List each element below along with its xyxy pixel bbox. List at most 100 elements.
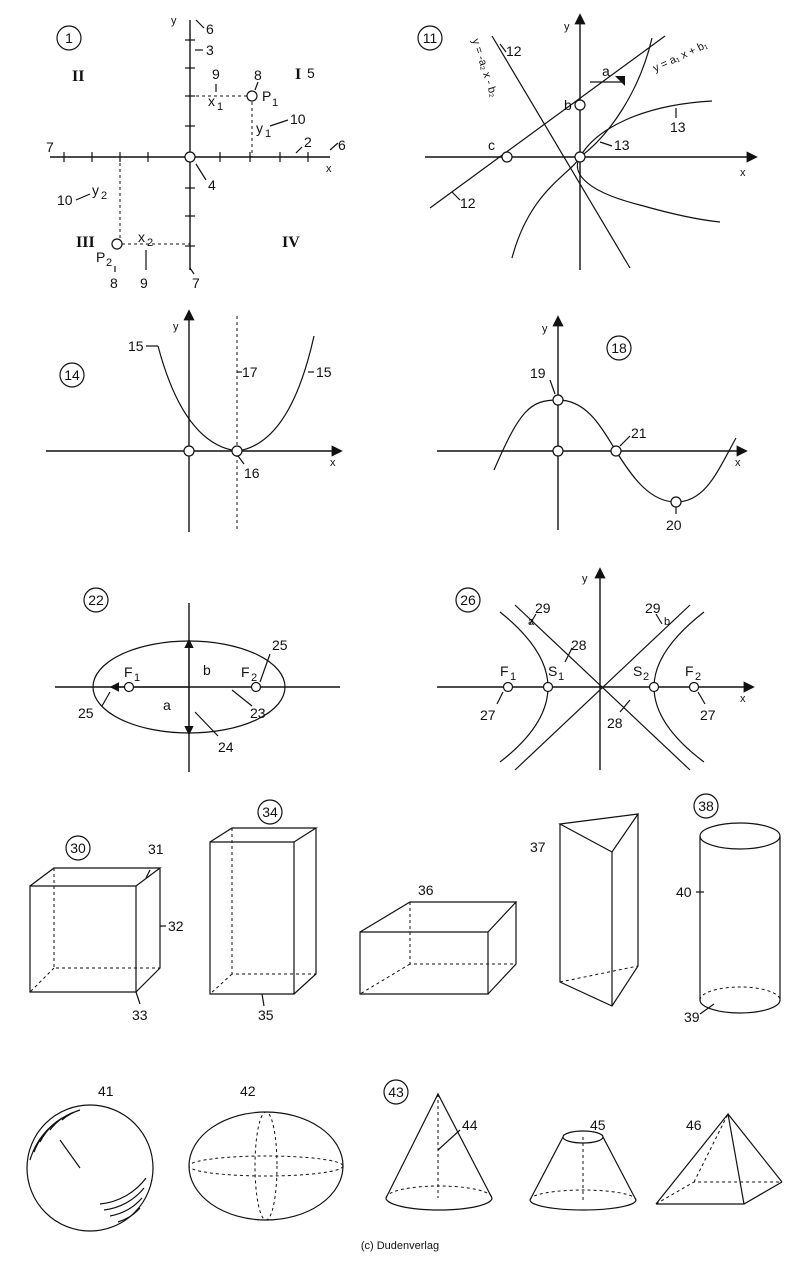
callout-33: 33: [132, 1007, 148, 1023]
figure-number: 11: [423, 30, 438, 46]
vertex-s1: [542, 681, 554, 693]
letter-c: c: [488, 137, 495, 153]
callout-19: 19: [530, 365, 546, 381]
figure-linear-functions: 11 x y b c a y = -a₂ x - b₂ y = a₁ x + b…: [417, 13, 758, 270]
callout-20: 20: [666, 517, 682, 533]
y-axis-label: y: [582, 573, 588, 585]
svg-text:1: 1: [134, 672, 140, 684]
letter-b: b: [564, 97, 572, 113]
intercept-c: [501, 151, 513, 163]
y2-label: y: [92, 182, 99, 198]
callout-15-left: 15: [128, 338, 144, 354]
callout-31: 31: [148, 841, 164, 857]
figure-number-circle: [455, 587, 481, 613]
callout-8-bottom: 8: [110, 275, 118, 291]
x-axis-label: x: [740, 693, 746, 705]
letter-b: b: [203, 662, 211, 678]
callout-17: 17: [242, 364, 258, 380]
equation-increasing: y = a₁ x + b₁: [651, 39, 710, 75]
point-p1-label: P: [262, 88, 271, 104]
equation-decreasing: y = -a₂ x - b₂: [469, 37, 499, 99]
callout-5: 5: [307, 65, 315, 81]
maximum-point: [552, 394, 564, 406]
svg-text:2: 2: [101, 190, 107, 202]
solid-triangular-prism: 37: [530, 813, 640, 1007]
callout-7-bottom: 7: [192, 275, 200, 291]
callout-37: 37: [530, 839, 546, 855]
focus-f1-label: F: [500, 663, 509, 679]
figure-number: 18: [611, 340, 627, 356]
line-increasing: [429, 35, 666, 209]
x-axis-label: x: [326, 163, 332, 175]
x-axis-label: x: [740, 167, 746, 179]
callout-41: 41: [98, 1083, 114, 1099]
callout-12-top: 12: [506, 43, 522, 59]
focus-f2: [688, 681, 700, 693]
callout-28-bottom: 28: [607, 715, 623, 731]
figure-number: 30: [70, 840, 86, 856]
callout-3: 3: [206, 42, 214, 58]
callout-39: 39: [684, 1009, 700, 1025]
intercept-b: [574, 99, 586, 111]
figure-number-circle: [257, 799, 283, 825]
callout-23: 23: [250, 705, 266, 721]
x2-label: x: [138, 229, 145, 245]
callout-27-left: 27: [480, 707, 496, 723]
callout-6-top: 6: [206, 21, 214, 37]
callout-9-top: 9: [212, 66, 220, 82]
y-axis-label: y: [171, 15, 177, 27]
zero-point: [610, 445, 622, 457]
callout-4: 4: [208, 177, 216, 193]
callout-10-left: 10: [57, 192, 73, 208]
callout-6-right: 6: [338, 137, 346, 153]
focus-f2-label: F: [241, 664, 250, 680]
x-axis-label: x: [735, 457, 741, 469]
origin-point: [184, 151, 196, 163]
figure-number-circle: [417, 25, 443, 51]
solid-cone: 43 44: [383, 1079, 493, 1211]
figure-number: 22: [88, 592, 104, 608]
origin-point: [574, 151, 586, 163]
callout-29-right: 29: [645, 600, 661, 616]
line-decreasing: [491, 35, 631, 269]
svg-text:2: 2: [251, 672, 257, 684]
figure-number: 43: [388, 1084, 404, 1100]
figure-number-circle: [56, 25, 82, 51]
y1-label: y: [256, 120, 263, 136]
solid-frustum: 45: [529, 1117, 637, 1211]
point-p2-label: P: [96, 249, 105, 265]
copyright-credit: (c) Dudenverlag: [360, 1240, 440, 1252]
figure-number-circle: [65, 835, 91, 861]
callout-27-right: 27: [700, 707, 716, 723]
figure-coordinate-system: 1 P 1 x 1 y 1 P 2 x 2 y: [46, 15, 346, 291]
callout-42: 42: [240, 1083, 256, 1099]
point-p2: [111, 238, 123, 250]
figure-number: 1: [65, 30, 73, 46]
figure-number: 14: [64, 367, 80, 383]
callout-2: 2: [304, 134, 312, 150]
callout-13-right: 13: [670, 119, 686, 135]
solid-sphere: 41: [26, 1083, 154, 1232]
focus-f2-label: F: [685, 663, 694, 679]
callout-35: 35: [258, 1007, 274, 1023]
callout-9-bottom: 9: [140, 275, 148, 291]
callout-28-top: 28: [571, 637, 587, 653]
callout-36: 36: [418, 882, 434, 898]
callout-24: 24: [218, 739, 234, 755]
callout-21: 21: [631, 425, 647, 441]
svg-text:1: 1: [558, 671, 564, 683]
figure-hyperbola: 26 x y F 1 F 2 S 1 S 2 a b 27 27 28 28 2…: [437, 567, 755, 771]
callout-8-top: 8: [254, 67, 262, 83]
solid-cube: 30 31 32 33: [29, 835, 184, 1023]
origin-point: [552, 445, 564, 457]
solid-pyramid: 46: [655, 1112, 783, 1205]
quadrant-3: III: [76, 234, 95, 251]
figure-cosine-wave: 18 x y 19 20 21: [437, 315, 748, 533]
callout-12-bottom: 12: [460, 195, 476, 211]
focus-f1: [123, 681, 135, 693]
y-axis-label: y: [542, 323, 548, 335]
svg-text:1: 1: [510, 671, 516, 683]
solid-cuboid-flat: 36: [359, 882, 518, 995]
callout-15-right: 15: [316, 364, 332, 380]
